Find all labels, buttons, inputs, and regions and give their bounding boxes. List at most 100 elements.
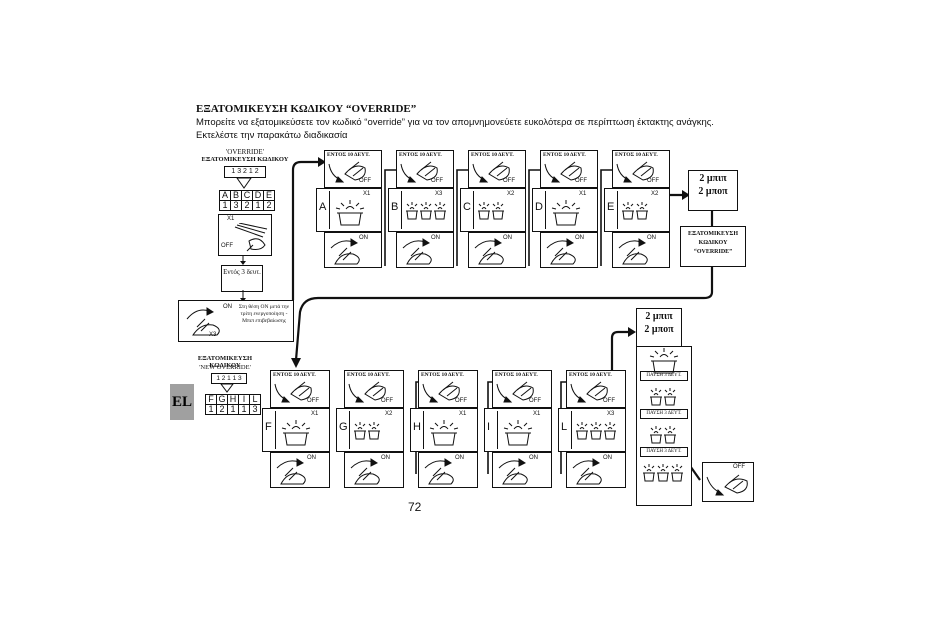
code-digit-cell: 2 [263, 200, 275, 211]
step-on-panel: ON [566, 452, 626, 488]
code-letter-cell: A [219, 190, 231, 201]
multiplier-label: X1 [533, 411, 541, 417]
step-on-panel: ON [612, 232, 670, 268]
step-letter: G [339, 421, 348, 433]
off-label: OFF [221, 243, 233, 249]
hand-lever-icon [570, 381, 608, 403]
step-letter: A [319, 201, 327, 213]
step-title: ΕΝΤΟΣ 10 ΔΕΥΤ. [399, 152, 442, 158]
hand-lever-icon [706, 474, 748, 496]
code-letter-cell: G [216, 394, 228, 405]
intro-line-1: Μπορείτε να εξατομικεύσετε τον κωδικό “o… [196, 117, 714, 128]
code-digit-cell: 2 [216, 404, 228, 415]
off-label: OFF [455, 398, 467, 404]
intro-line-2: Εκτελέστε την παρακάτω διαδικασία [196, 130, 348, 141]
code-digit-cell: 1 [227, 404, 239, 415]
on-label: ON [529, 455, 538, 461]
code-digit-cell: 3 [230, 200, 242, 211]
on-label: ON [431, 235, 440, 241]
code-digit-cell: 1 [238, 404, 250, 415]
off-label: OFF [503, 178, 515, 184]
multiplier-label: X1 [311, 411, 319, 417]
pause-label: ΠΑΥΣΗ 3 ΔΕΥΤ. [640, 409, 688, 419]
step-title: ΕΝΤΟΣ 10 ΔΕΥΤ. [421, 372, 464, 378]
pause-step: ΠΑΥΣΗ 3 ΔΕΥΤ. [637, 385, 691, 421]
lamp-icon [643, 464, 683, 482]
step-on-panel: ON [396, 232, 454, 268]
step-count-panel: C X2 [460, 188, 526, 232]
beep-line-2: 2 μποπ [698, 186, 728, 197]
custom-line-2: ΚΩΔΙΚΟΥ [698, 240, 728, 246]
step-count-panel: G X2 [336, 408, 404, 452]
hand-lever-icon [424, 458, 454, 485]
page-title: ΕΞΑΤΟΜΙΚΕΥΣΗ ΚΩΔΙΚΟΥ “OVERRIDE” [196, 103, 417, 115]
lamp-icon [649, 348, 679, 374]
step-letter: F [265, 421, 272, 433]
hand-lever-icon [546, 238, 576, 265]
pause-step [637, 461, 691, 483]
lamp-icon [354, 422, 380, 440]
beep-line-1: 2 μπιπ [645, 311, 673, 322]
hand-lever-icon [330, 238, 360, 265]
step-on-panel: ON [324, 232, 382, 268]
step-title: ΕΝΤΟΣ 10 ΔΕΥΤ. [543, 152, 586, 158]
on-label: ON [503, 235, 512, 241]
lamp-icon [406, 202, 446, 220]
code-letter-cell: L [249, 394, 261, 405]
hand-lever-icon [544, 161, 582, 183]
code-digit-cell: 1 [205, 404, 217, 415]
step-letter: I [487, 421, 491, 433]
override-caption: ΕΞΑΤΟΜΙΚΕΥΣΗ ΚΩΔΙΚΟΥ [201, 156, 289, 163]
code-letter-cell: D [252, 190, 264, 201]
on-label: ON [223, 304, 232, 310]
hand-lever-icon [496, 381, 534, 403]
beep-box-2: 2 μπιπ 2 μποπ [636, 308, 682, 347]
code-letter-cell: I [238, 394, 250, 405]
step-off-panel: ΕΝΤΟΣ 10 ΔΕΥΤ. OFF [344, 370, 404, 408]
multiplier-label: X2 [385, 411, 393, 417]
step-count-panel: B X3 [388, 188, 454, 232]
hand-lever-icon [472, 161, 510, 183]
step-title: ΕΝΤΟΣ 10 ΔΕΥΤ. [495, 372, 538, 378]
step-letter: E [607, 201, 615, 213]
code-letter-cell: F [205, 394, 217, 405]
language-tab: EL [170, 384, 194, 420]
code-digit-cell: 1 [252, 200, 264, 211]
hand-lever-icon [400, 161, 438, 183]
step-count-panel: I X1 [484, 408, 552, 452]
step-on-panel: ON [540, 232, 598, 268]
hand-lever-icon [572, 458, 602, 485]
step-letter: D [535, 201, 543, 213]
multiplier-label: X1 [579, 191, 587, 197]
multiplier-label: X1 [459, 411, 467, 417]
final-off-panel: OFF [702, 462, 754, 502]
multiplier-label: X2 [507, 191, 515, 197]
intro-text: Μπορείτε να εξατομικεύσετε τον κωδικό “o… [196, 116, 714, 142]
off-label: OFF [359, 178, 371, 184]
hand-lever-icon [348, 381, 386, 403]
multiplier-label: X2 [651, 191, 659, 197]
pause-sequence-panel: ΠΑΥΣΗ 3 ΔΕΥΤ. ΠΑΥΣΗ 3 ΔΕΥΤ. ΠΑΥΣΗ 3 ΔΕΥΤ. [636, 346, 692, 506]
off-label: OFF [529, 398, 541, 404]
lever-on-x3-panel: ON X3 Στη θέση ON μετά την τρίτη ενεργοπ… [178, 300, 294, 342]
pause-label: ΠΑΥΣΗ 3 ΔΕΥΤ. [640, 371, 688, 381]
step-count-panel: E X2 [604, 188, 670, 232]
beep-box-1: 2 μπιπ 2 μποπ [688, 170, 738, 211]
pause-step: ΠΑΥΣΗ 3 ΔΕΥΤ. [637, 423, 691, 459]
hand-lever-icon [276, 458, 306, 485]
off-label: OFF [603, 398, 615, 404]
arrow-down-icon [240, 255, 246, 265]
on-label: ON [575, 235, 584, 241]
step-off-panel: ΕΝΤΟΣ 10 ΔΕΥΤ. OFF [566, 370, 626, 408]
step-title: ΕΝΤΟΣ 10 ΔΕΥΤ. [615, 152, 658, 158]
code-letter-cell: H [227, 394, 239, 405]
hand-lever-icon [618, 238, 648, 265]
x1-label: X1 [227, 216, 235, 222]
code-letter-cell: E [263, 190, 275, 201]
multiplier-label: X1 [363, 191, 371, 197]
lamp-icon [576, 422, 616, 440]
on-label: ON [603, 455, 612, 461]
on-label: ON [455, 455, 464, 461]
off-label: OFF [381, 398, 393, 404]
